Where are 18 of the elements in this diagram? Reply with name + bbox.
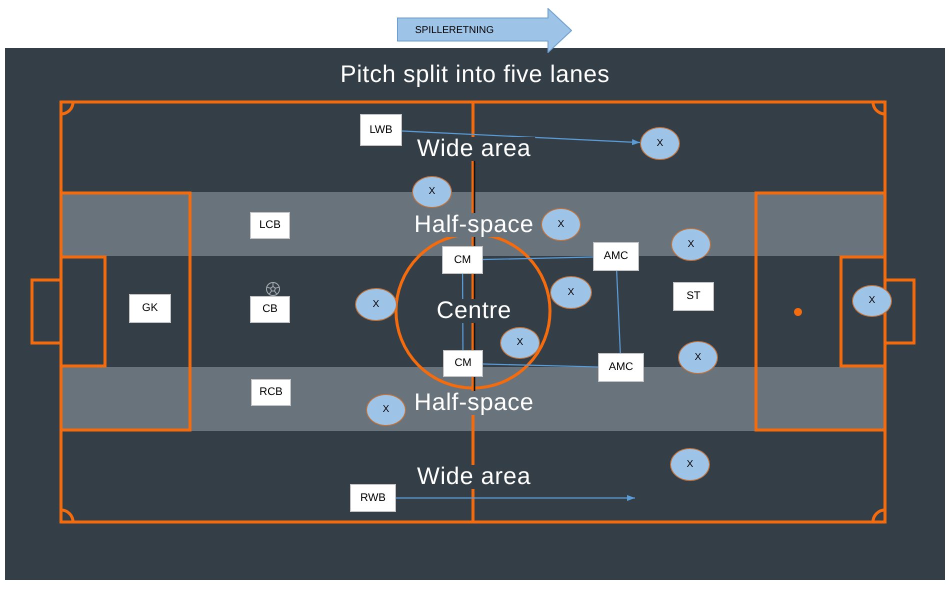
connector-line bbox=[616, 270, 621, 354]
diagram-title: Pitch split into five lanes bbox=[339, 61, 611, 89]
player-position-box: LWB bbox=[360, 114, 402, 146]
player-position-box: RWB bbox=[350, 484, 396, 512]
player-position-box: RCB bbox=[251, 379, 291, 406]
player-position-box: LCB bbox=[250, 212, 290, 239]
player-position-box: ST bbox=[673, 282, 714, 311]
player-position-box: GK bbox=[129, 294, 171, 323]
arrow bbox=[402, 130, 640, 146]
connector-line bbox=[482, 256, 594, 260]
player-position-box: AMC bbox=[593, 242, 639, 271]
direction-arrow: SPILLERETNING bbox=[397, 8, 572, 53]
player-position-box: CM bbox=[443, 350, 483, 377]
connector-line bbox=[482, 363, 598, 368]
arrow bbox=[396, 495, 635, 501]
player-position-box: CB bbox=[250, 296, 290, 323]
player-position-box: AMC bbox=[598, 353, 644, 382]
player-position-box: CM bbox=[442, 246, 483, 274]
